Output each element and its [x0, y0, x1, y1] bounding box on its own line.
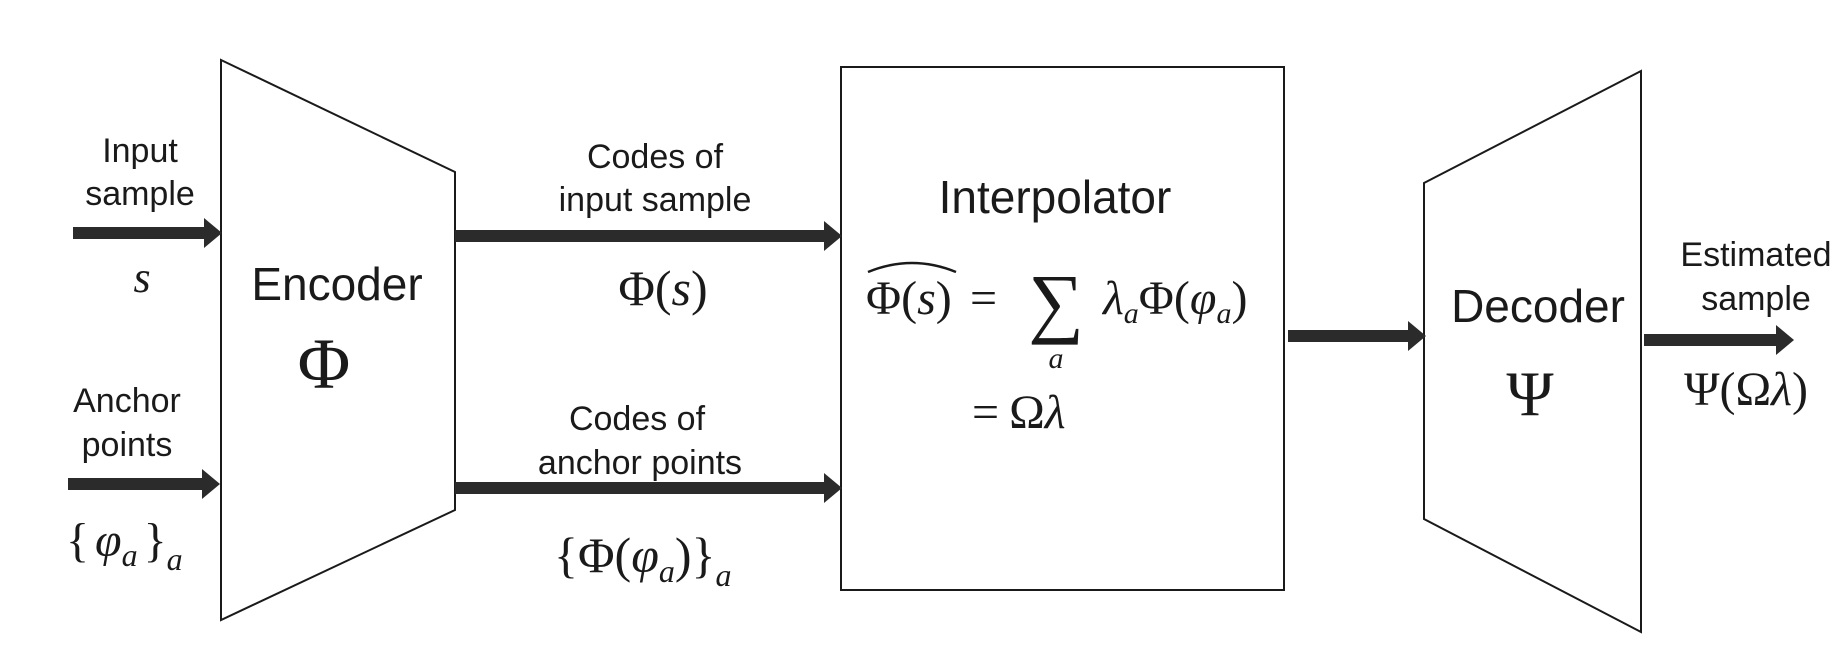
arrow-encoder-to-interpolator-input — [455, 221, 842, 251]
codes-anchor-label-line2: anchor points — [538, 444, 742, 482]
interpolator-equals: = — [970, 272, 997, 325]
codes-anchor-formula: {Φ(φa)}a — [554, 527, 732, 593]
input-label-line1: Input — [102, 132, 178, 170]
arrow-decoder-to-output — [1644, 325, 1794, 355]
interpolator-lhs: Φ(s) — [866, 272, 952, 325]
interpolator-title: Interpolator — [939, 171, 1172, 223]
output-formula: Ψ(Ωλ) — [1684, 363, 1808, 416]
encoder-block — [220, 58, 456, 622]
anchor-label-line1: Anchor — [73, 382, 181, 420]
arrow-anchor-to-encoder — [68, 469, 220, 499]
codes-input-formula: Φ(s) — [618, 260, 707, 316]
interpolator-second-line: =Ωλ — [972, 386, 1066, 439]
interpolator-block — [840, 66, 1285, 591]
sum-symbol: ∑ — [1028, 258, 1084, 345]
encoder-label: Encoder — [251, 258, 422, 310]
arrow-input-to-encoder — [73, 218, 222, 248]
interpolator-rhs: λaΦ(φa) — [1101, 272, 1247, 330]
interpolator-formula: Φ(s) = ∑ a λaΦ(φa) =Ωλ — [866, 258, 1247, 439]
output-label-line2: sample — [1701, 280, 1811, 318]
codes-anchor-label-line1: Codes of — [569, 400, 706, 438]
input-label-line2: sample — [85, 175, 195, 213]
codes-input-label-line1: Codes of — [587, 138, 724, 176]
arrow-interpolator-to-decoder — [1288, 321, 1426, 351]
codes-input-label-line2: input sample — [559, 181, 752, 219]
decoder-label: Decoder — [1451, 280, 1625, 332]
input-symbol: s — [133, 253, 150, 302]
hat-accent — [867, 261, 957, 274]
output-label-line1: Estimated — [1680, 236, 1831, 274]
anchor-symbol: {φa}a — [66, 514, 183, 577]
anchor-label-line2: points — [82, 426, 173, 464]
arrow-encoder-to-interpolator-anchor — [455, 473, 842, 503]
decoder-symbol: Ψ — [1506, 358, 1554, 429]
encoder-symbol: Φ — [298, 324, 351, 404]
decoder-block — [1423, 69, 1642, 634]
sum-index: a — [1049, 342, 1064, 375]
